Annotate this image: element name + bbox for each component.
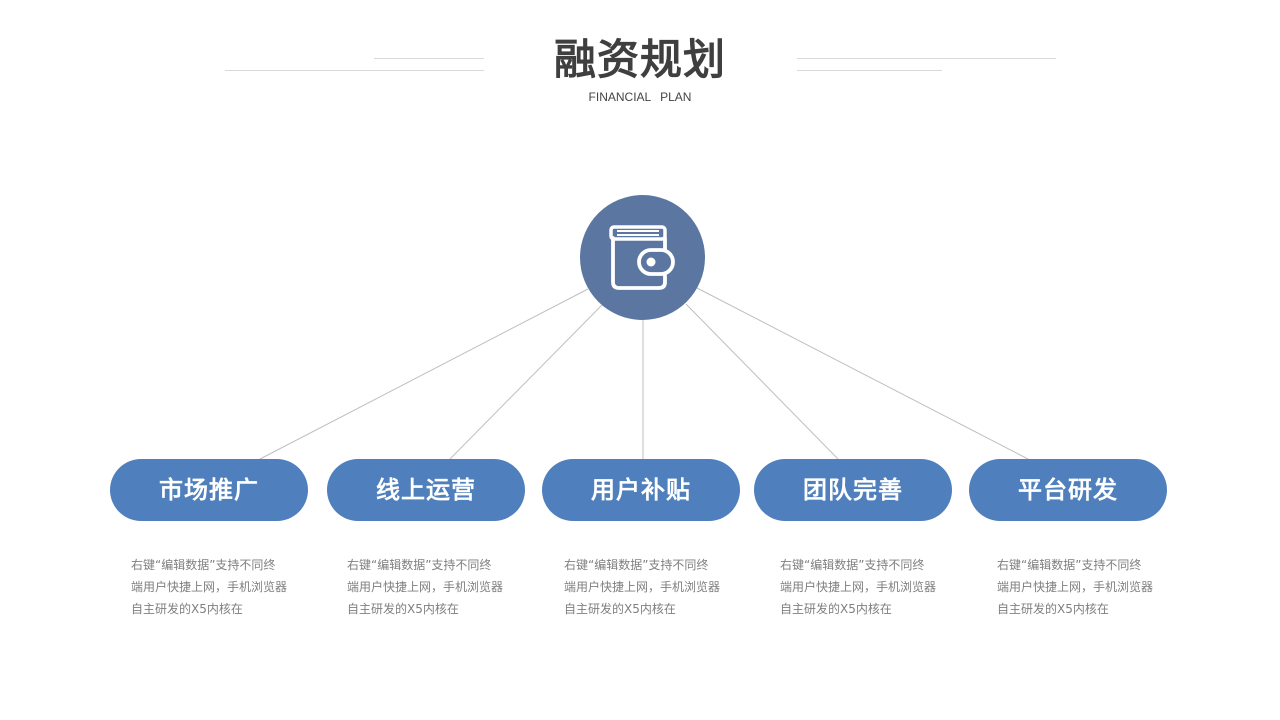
page-subtitle: FINANCIAL PLAN bbox=[588, 90, 692, 104]
description-line: 右键“编辑数据”支持不同终 bbox=[564, 558, 709, 572]
category-pill-platform-rnd: 平台研发 bbox=[969, 459, 1167, 521]
description-line: 端用户快捷上网，手机浏览器 bbox=[131, 580, 288, 594]
description-platform-rnd: 右键“编辑数据”支持不同终 端用户快捷上网，手机浏览器 自主研发的X5内核在 bbox=[997, 554, 1167, 620]
description-user-subsidy: 右键“编辑数据”支持不同终 端用户快捷上网，手机浏览器 自主研发的X5内核在 bbox=[564, 554, 734, 620]
description-line: 端用户快捷上网，手机浏览器 bbox=[564, 580, 721, 594]
wallet-icon bbox=[609, 225, 675, 290]
description-line: 自主研发的X5内核在 bbox=[780, 602, 892, 616]
category-pill-user-subsidy: 用户补贴 bbox=[542, 459, 740, 521]
category-pill-team-building: 团队完善 bbox=[754, 459, 952, 521]
description-line: 右键“编辑数据”支持不同终 bbox=[780, 558, 925, 572]
description-line: 端用户快捷上网，手机浏览器 bbox=[347, 580, 504, 594]
description-line: 右键“编辑数据”支持不同终 bbox=[131, 558, 276, 572]
description-line: 自主研发的X5内核在 bbox=[347, 602, 459, 616]
header-left-line-short bbox=[374, 58, 484, 59]
description-line: 端用户快捷上网，手机浏览器 bbox=[997, 580, 1154, 594]
hub-circle bbox=[580, 195, 705, 320]
description-line: 端用户快捷上网，手机浏览器 bbox=[780, 580, 937, 594]
description-line: 自主研发的X5内核在 bbox=[564, 602, 676, 616]
description-online-operation: 右键“编辑数据”支持不同终 端用户快捷上网，手机浏览器 自主研发的X5内核在 bbox=[347, 554, 517, 620]
description-market-promotion: 右键“编辑数据”支持不同终 端用户快捷上网，手机浏览器 自主研发的X5内核在 bbox=[131, 554, 301, 620]
page-title: 融资规划 bbox=[553, 35, 726, 84]
description-team-building: 右键“编辑数据”支持不同终 端用户快捷上网，手机浏览器 自主研发的X5内核在 bbox=[780, 554, 950, 620]
description-line: 右键“编辑数据”支持不同终 bbox=[997, 558, 1142, 572]
category-pill-online-operation: 线上运营 bbox=[327, 459, 525, 521]
description-line: 自主研发的X5内核在 bbox=[997, 602, 1109, 616]
header-right-line-long bbox=[797, 58, 1056, 59]
connector-line-5 bbox=[696, 287, 1029, 460]
connector-line-2 bbox=[449, 304, 603, 460]
header-right-line-short bbox=[797, 70, 942, 71]
connector-line-1 bbox=[259, 288, 589, 460]
description-line: 右键“编辑数据”支持不同终 bbox=[347, 558, 492, 572]
description-line: 自主研发的X5内核在 bbox=[131, 602, 243, 616]
header-left-line-long bbox=[225, 70, 484, 71]
category-pill-market-promotion: 市场推广 bbox=[110, 459, 308, 521]
connector-line-4 bbox=[685, 303, 839, 460]
slide-header: 融资规划 FINANCIAL PLAN bbox=[0, 0, 1280, 120]
